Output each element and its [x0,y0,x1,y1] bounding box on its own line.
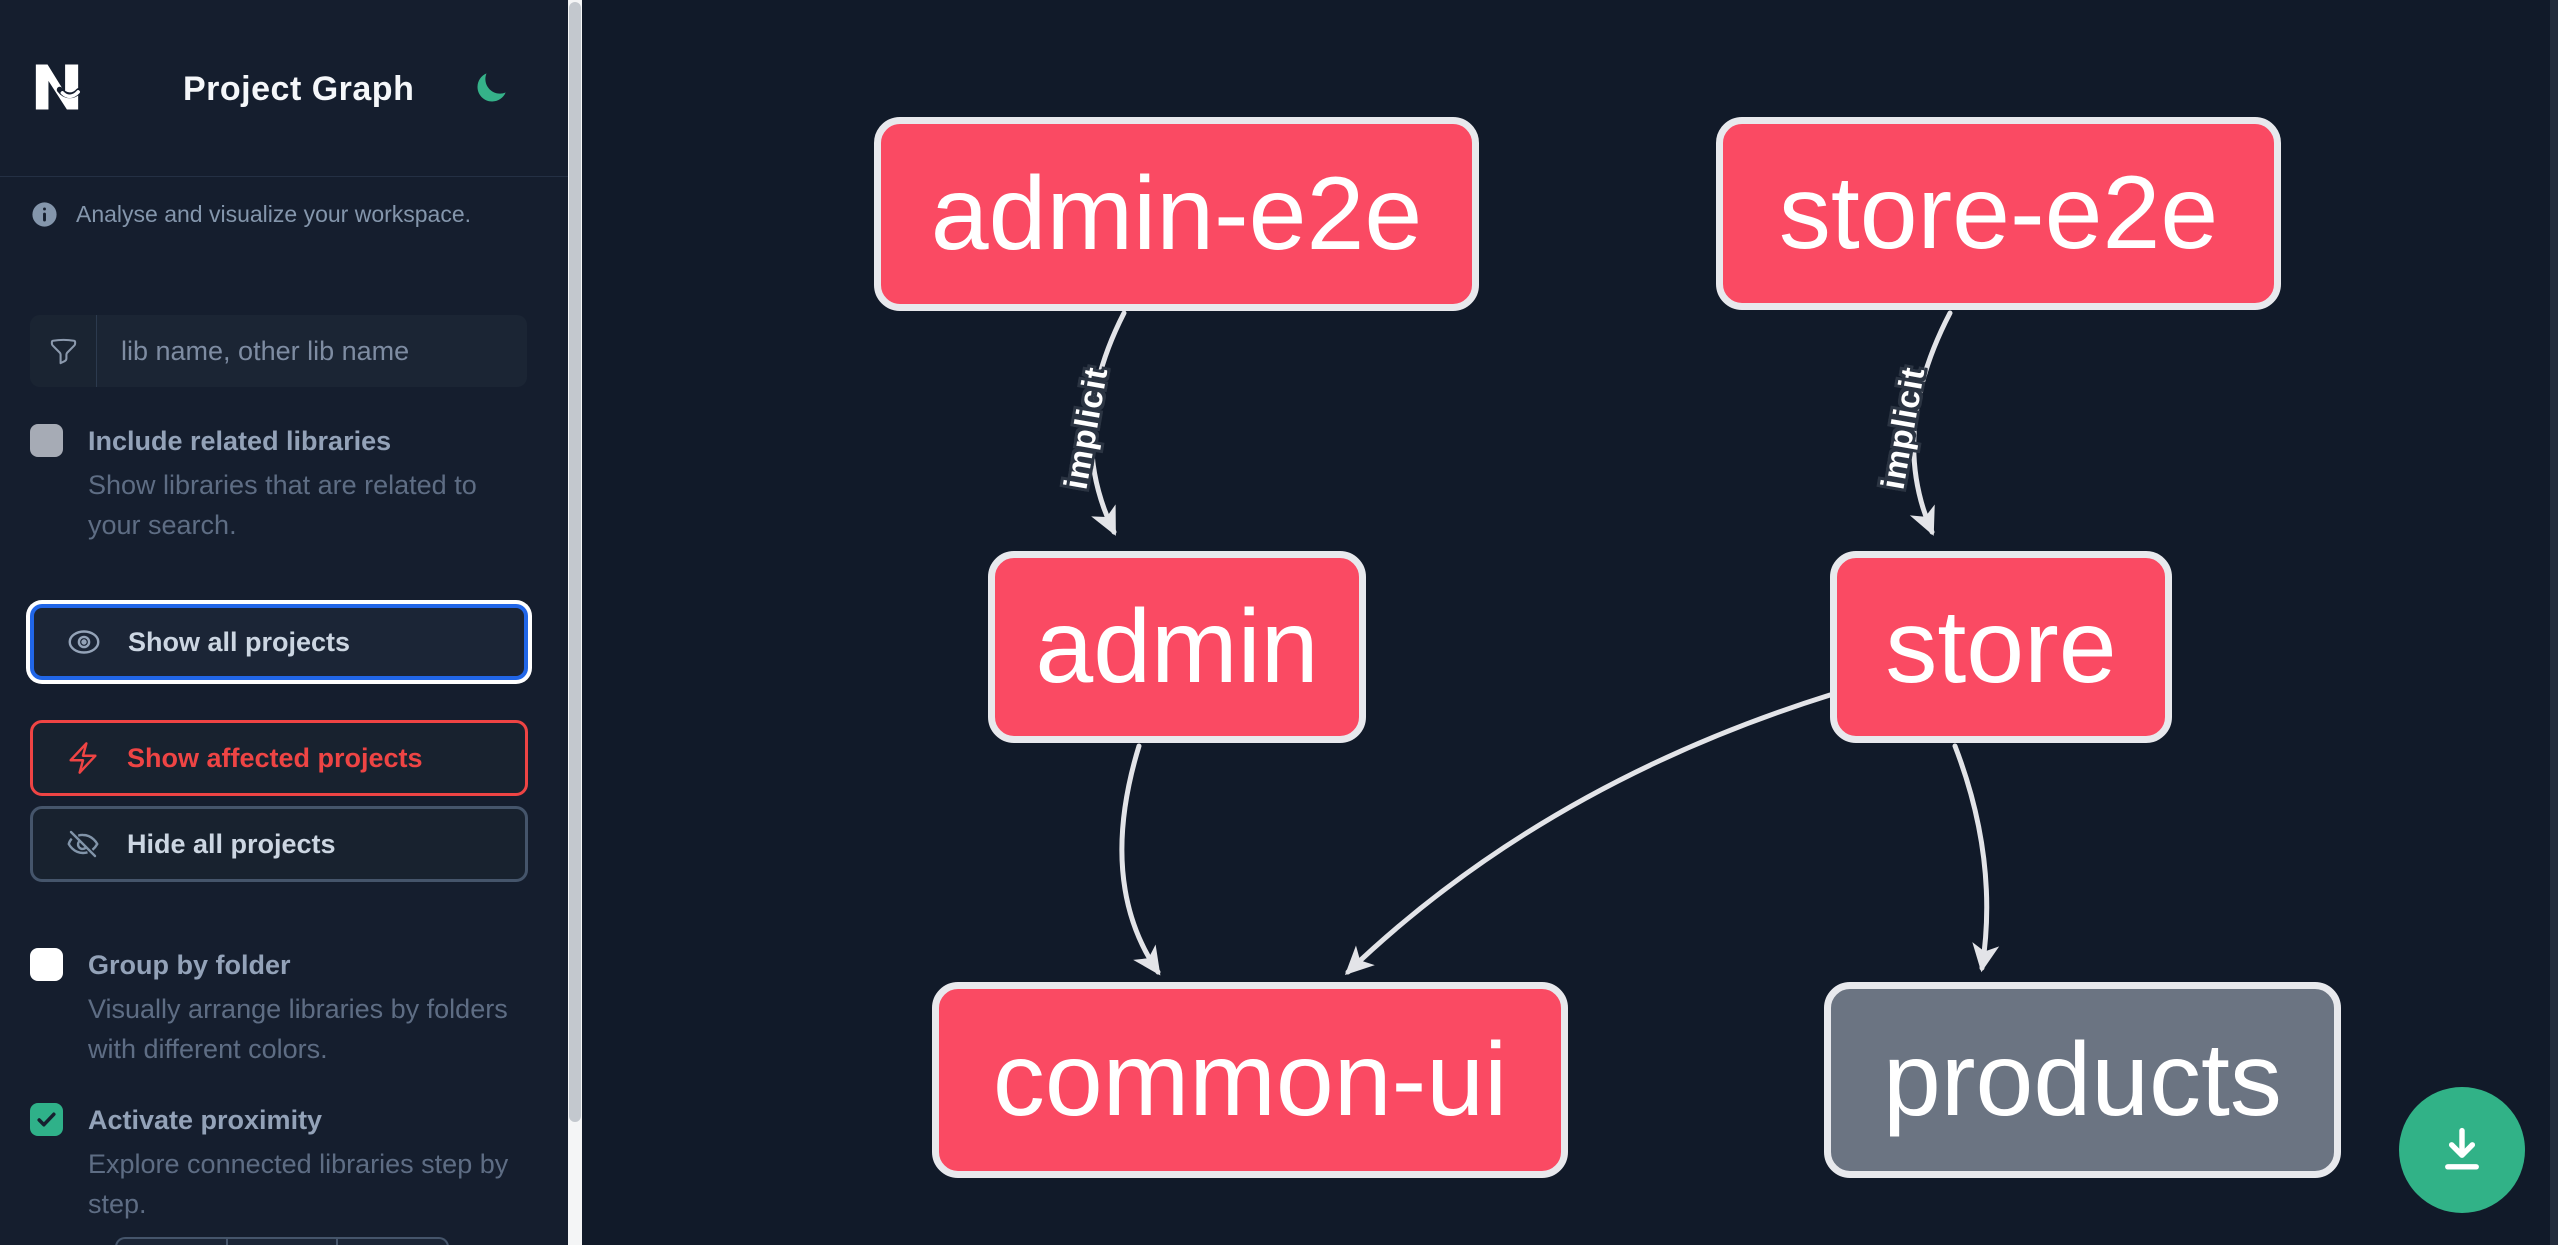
stepper-value [228,1239,339,1245]
filter-funnel-icon [30,315,97,387]
dependency-edges [1088,310,2000,976]
project-graph-canvas[interactable]: admin-e2e store-e2e admin store common-u… [582,0,2558,1245]
hide-all-projects-label: Hide all projects [127,828,336,859]
hide-all-projects-button[interactable]: Hide all projects [30,806,528,882]
node-label: admin [1035,588,1319,705]
include-related-checkbox[interactable] [30,424,63,457]
activate-proximity-label: Activate proximity [88,1105,323,1135]
activate-proximity-checkbox[interactable] [30,1103,63,1136]
nx-logo-icon [35,64,82,110]
activate-proximity-toggle: Activate proximity Explore connected lib… [30,1100,535,1224]
window-scrollbar[interactable] [2550,0,2558,1245]
stepper-decrement[interactable] [117,1239,228,1245]
sidebar: Project Graph Analyse and visualize your… [0,0,568,1245]
show-affected-projects-label: Show affected projects [127,742,423,773]
show-affected-projects-button[interactable]: Show affected projects [30,720,528,796]
download-icon [2445,1127,2479,1170]
info-icon [32,202,57,227]
edge-admin-e2e-to-admin [1088,310,1127,536]
node-admin[interactable]: admin [988,551,1366,743]
group-by-folder-toggle: Group by folder Visually arrange librari… [30,945,535,1069]
edge-store-to-common-ui [1344,692,1833,975]
edge-admin-to-common-ui [1119,743,1161,976]
page-title: Project Graph [183,70,415,108]
stepper-increment[interactable] [338,1239,447,1245]
search-box [30,315,527,387]
download-graph-button[interactable] [2399,1087,2525,1213]
tagline-text: Analyse and visualize your workspace. [76,201,472,227]
search-input[interactable] [97,315,527,387]
show-all-projects-label: Show all projects [128,626,351,657]
node-store[interactable]: store [1830,551,2172,743]
tagline-row: Analyse and visualize your workspace. [30,200,471,229]
group-by-folder-label: Group by folder [88,950,291,980]
show-all-projects-button[interactable]: Show all projects [30,604,528,680]
include-related-label: Include related libraries [88,426,392,456]
proximity-depth-stepper[interactable] [115,1237,449,1245]
include-related-toggle: Include related libraries Show libraries… [30,421,535,545]
node-store-e2e[interactable]: store-e2e [1716,117,2281,310]
node-label: common-ui [992,1021,1508,1138]
include-related-description: Show libraries that are related to your … [88,470,477,540]
theme-moon-icon[interactable] [473,70,509,106]
node-label: products [1883,1021,2282,1138]
node-label: store-e2e [1778,155,2219,271]
sidebar-header: Project Graph [0,0,568,177]
lightning-bolt-icon [69,742,97,774]
sidebar-scrollbar-thumb[interactable] [569,2,581,1122]
node-products[interactable]: products [1824,982,2341,1178]
node-label: admin-e2e [930,155,1423,272]
eye-icon [68,630,100,654]
edge-store-to-products [1952,743,2000,973]
activate-proximity-description: Explore connected libraries step by step… [88,1149,509,1219]
group-by-folder-checkbox[interactable] [30,948,63,981]
sidebar-scrollbar[interactable] [568,0,582,1245]
node-common-ui[interactable]: common-ui [932,982,1568,1178]
edge-store-e2e-to-store [1909,310,1953,536]
node-label: store [1885,588,2117,705]
eye-off-icon [67,830,99,858]
checkmark-icon [37,1112,56,1127]
node-admin-e2e[interactable]: admin-e2e [874,117,1479,311]
group-by-folder-description: Visually arrange libraries by folders wi… [88,994,508,1064]
